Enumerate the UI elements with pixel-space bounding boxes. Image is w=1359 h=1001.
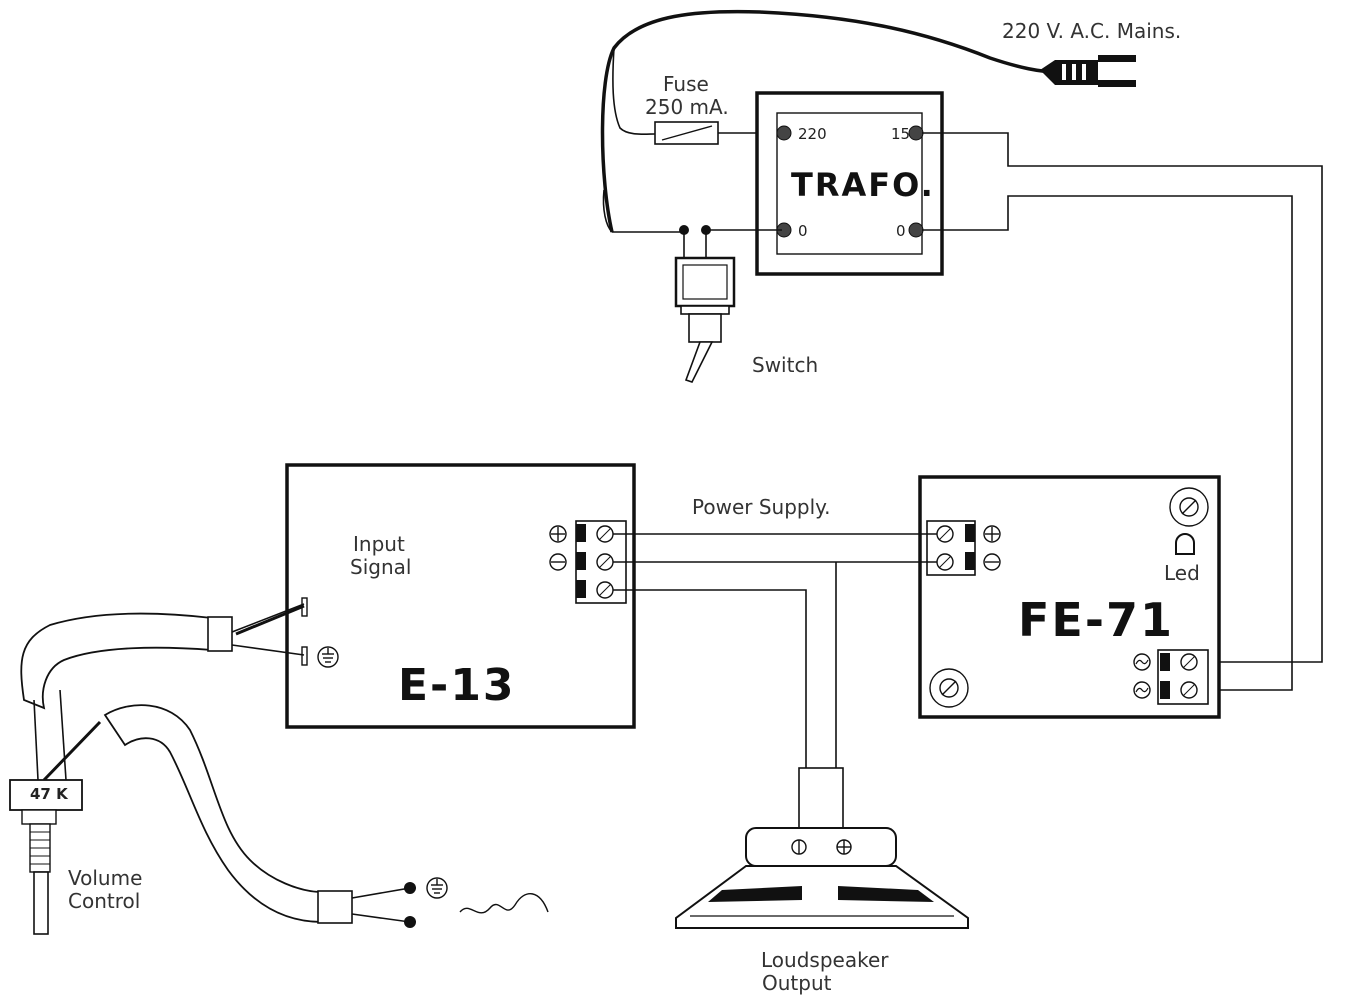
pot-value: 47 K (30, 785, 69, 803)
trafo-block (755, 91, 944, 276)
speaker-label-line2: Output (762, 971, 832, 995)
power-supply-wires (613, 533, 937, 768)
trafo-pin-220: 220 (798, 125, 827, 143)
trafo-pin-0-out: 0 (896, 222, 906, 240)
mounting-hole-top-icon (1169, 487, 1209, 527)
trafo-pin-15: 15 (891, 125, 910, 143)
fuse-label-line1: Fuse (663, 72, 709, 96)
cable-ground-icon (426, 877, 448, 899)
signal-wave-icon (459, 893, 549, 914)
switch-label: Switch (752, 353, 818, 377)
volume-pot-icon (9, 689, 102, 935)
switch-icon (612, 225, 782, 383)
shielded-cable-upper (20, 603, 305, 710)
led-label: Led (1164, 561, 1200, 585)
fuse-label-line2: 250 mA. (645, 95, 729, 119)
input-signal-line2: Signal (350, 555, 411, 579)
mains-plug-icon (1040, 55, 1136, 87)
ground-icon (317, 646, 339, 668)
volume-label-line1: Volume (68, 866, 142, 890)
e13-title: E-13 (398, 660, 516, 711)
fuse-icon (654, 121, 782, 145)
led-icon (1175, 533, 1195, 555)
mounting-hole-bottom-icon (929, 668, 969, 708)
speaker-label-line1: Loudspeaker (761, 948, 889, 972)
e13-block (285, 463, 636, 729)
mains-label: 220 V. A.C. Mains. (1002, 19, 1181, 43)
fe71-title: FE-71 (1018, 593, 1174, 647)
loudspeaker-icon (675, 767, 969, 929)
input-signal-line1: Input (353, 532, 405, 556)
secondary-wires (922, 132, 1323, 691)
trafo-title: TRAFO. (791, 166, 935, 204)
fe71-block (918, 475, 1221, 719)
shielded-cable-lower (103, 704, 416, 928)
trafo-pin-0-in: 0 (798, 222, 808, 240)
power-supply-label: Power Supply. (692, 495, 831, 519)
volume-label-line2: Control (68, 889, 140, 913)
mains-cable (600, 9, 1059, 233)
